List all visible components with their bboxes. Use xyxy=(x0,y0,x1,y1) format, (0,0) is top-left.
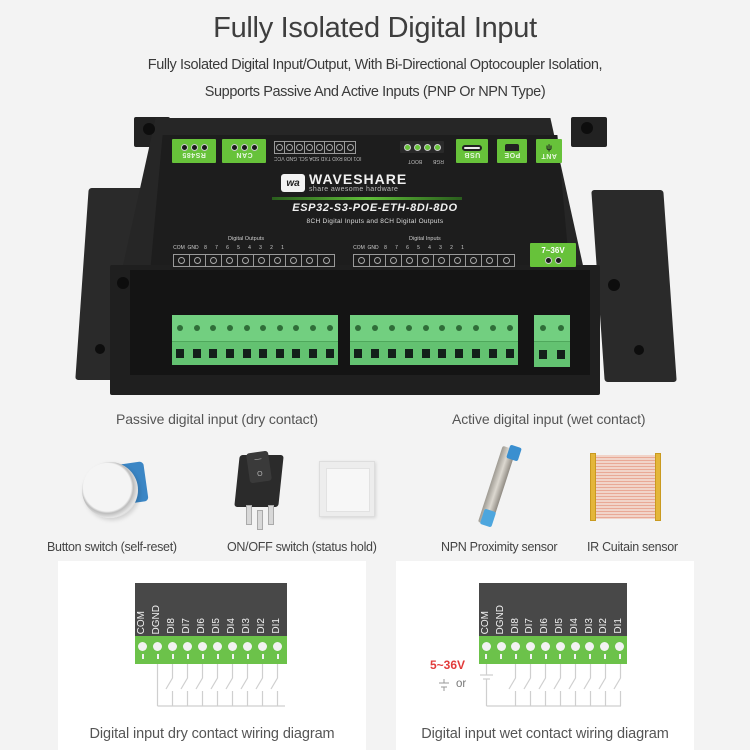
rocker-switch-pin xyxy=(257,510,263,530)
mount-hole-icon xyxy=(634,345,644,355)
mount-hole-icon xyxy=(608,279,620,291)
outputs-pin-map xyxy=(173,254,335,267)
poe-ethernet-port: POE xyxy=(497,139,527,163)
voltage-label: 5~36V xyxy=(430,658,466,672)
antenna-port: ψ ANT xyxy=(536,139,562,163)
button-switch-label: Button switch (self-reset) xyxy=(47,540,177,554)
brand-underline xyxy=(272,197,462,200)
wall-switch-icon xyxy=(319,461,375,517)
usb-label: USB xyxy=(463,150,481,158)
rgb-label: RGB xyxy=(433,158,444,164)
ir-light-curtain-icon xyxy=(590,453,596,521)
dry-contact-caption: Digital input dry contact wiring diagram xyxy=(89,726,335,742)
subtitle-line-2: Supports Passive And Active Inputs (PNP … xyxy=(204,84,546,100)
mount-hole-icon xyxy=(95,344,105,354)
rocker-switch-pin xyxy=(246,505,252,525)
power-terminal-block xyxy=(534,315,570,367)
mount-hole-icon xyxy=(581,122,593,134)
waveshare-logo-icon: wa xyxy=(281,174,305,192)
diagram-terminal xyxy=(479,636,627,664)
rs485-label: RS485 xyxy=(182,151,206,158)
power-input-port: 7~36V xyxy=(530,243,576,267)
usb-port: USB xyxy=(456,139,488,163)
inputs-terminal-block xyxy=(350,315,518,365)
power-voltage-label: 7~36V xyxy=(541,246,565,255)
digital-outputs-label: Digital Outputs xyxy=(228,236,265,242)
onoff-switch-label: ON/OFF switch (status hold) xyxy=(227,540,377,554)
dry-contact-wiring-icon xyxy=(156,664,285,707)
proximity-sensor-label: NPN Proximity sensor xyxy=(441,540,558,554)
ir-light-curtain-icon xyxy=(594,455,658,519)
page-title: Fully Isolated Digital Input xyxy=(213,12,537,44)
inputs-pin-map xyxy=(353,254,515,267)
wet-contact-wiring-icon xyxy=(439,664,622,707)
push-button-switch-icon xyxy=(82,462,138,518)
rs485-port: RS485 xyxy=(172,139,216,163)
brand-tagline: share awesome hardware xyxy=(309,186,399,193)
ir-curtain-sensor-label: IR Cuitain sensor xyxy=(587,540,678,554)
rs485-can-jumper xyxy=(400,141,444,153)
outputs-terminal-block xyxy=(172,315,338,365)
rocker-switch-pin xyxy=(268,505,274,525)
mount-hole-icon xyxy=(117,277,129,289)
waveshare-brand: wa WAVESHARE share awesome hardware xyxy=(281,172,407,194)
can-label: CAN xyxy=(235,151,253,158)
device-model: ESP32-S3-POE-ETH-8DI-8DO xyxy=(292,202,458,214)
mount-hole-icon xyxy=(143,123,155,135)
or-label: or xyxy=(456,678,467,690)
subtitle-line-1: Fully Isolated Digital Input/Output, Wit… xyxy=(147,57,603,73)
poe-label: POE xyxy=(503,151,521,158)
rocker-switch-icon: —O xyxy=(246,450,272,484)
can-port: CAN xyxy=(222,139,266,163)
brand-name: WAVESHARE xyxy=(309,171,408,187)
antenna-icon: ψ xyxy=(545,143,553,152)
boot-label: BOOT xyxy=(408,158,423,164)
diagram-terminal xyxy=(135,636,287,664)
device-description: 8CH Digital Inputs and 8CH Digital Outpu… xyxy=(306,218,444,225)
passive-input-heading: Passive digital input (dry contact) xyxy=(116,411,318,427)
digital-inputs-label: Digital Inputs xyxy=(409,236,441,242)
gpio-header-label: IO1 IO8 RXD TXD SDA SCL GND VCC xyxy=(274,155,362,161)
battery-symbol-icon xyxy=(439,679,449,691)
wet-contact-caption: Digital input wet contact wiring diagram xyxy=(421,726,669,742)
active-input-heading: Active digital input (wet contact) xyxy=(452,411,646,427)
ir-light-curtain-icon xyxy=(655,453,661,521)
gpio-header xyxy=(274,141,356,154)
ant-label: ANT xyxy=(541,152,557,159)
device-photo: RS485 CAN IO1 IO8 RXD TXD SDA SCL GND VC… xyxy=(0,0,750,400)
